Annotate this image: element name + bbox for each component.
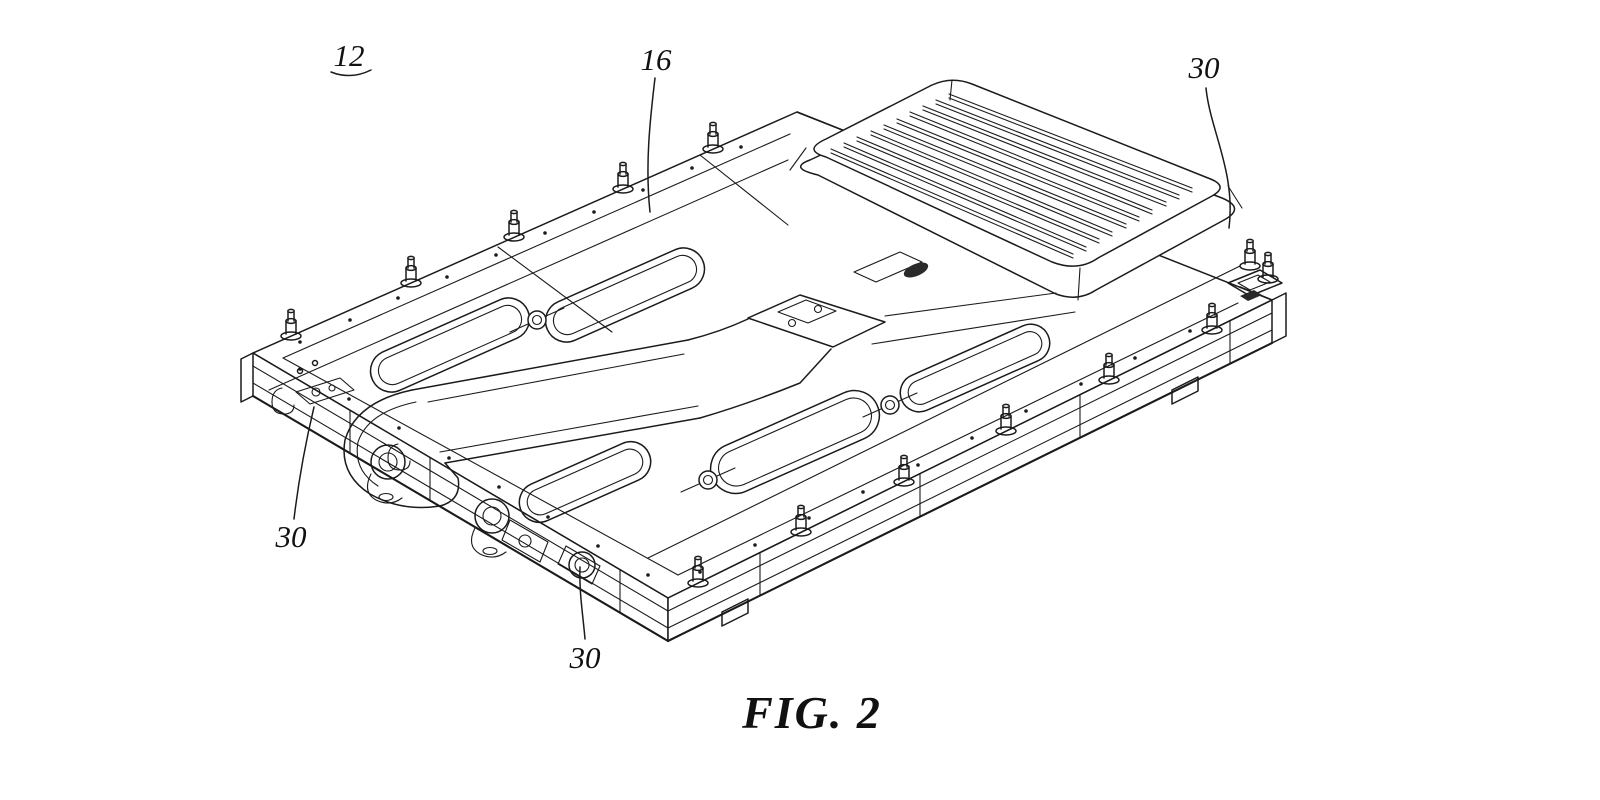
stamped-panel-beads: [369, 154, 1051, 524]
ref-numeral-30-bottom: 30: [569, 640, 602, 675]
leader-ref-30-bottom: [579, 566, 586, 640]
ref-numeral-30-top-right: 30: [1188, 50, 1221, 85]
center-tunnel: [343, 292, 1076, 509]
reference-numerals: 12 16 30 30 30: [275, 38, 1221, 675]
ribbed-cover: [789, 79, 1243, 301]
leader-ref-16: [647, 77, 656, 213]
cover-ribs: [830, 93, 1193, 259]
leader-ref-30-left: [293, 406, 315, 520]
ref-numeral-16: 16: [641, 42, 673, 77]
isolator-mounts: [271, 269, 1283, 585]
ref-numeral-12: 12: [334, 38, 365, 73]
leader-ref-30-top-right: [1205, 87, 1231, 229]
leader-lines: [293, 69, 1231, 640]
leader-ref-12-underline: [330, 69, 372, 77]
ref-numeral-30-left: 30: [275, 519, 308, 554]
flange-bolt-dots: [298, 145, 1192, 577]
figure-caption: FIG. 2: [741, 687, 882, 738]
mounting-flange-rim: [268, 133, 1241, 576]
